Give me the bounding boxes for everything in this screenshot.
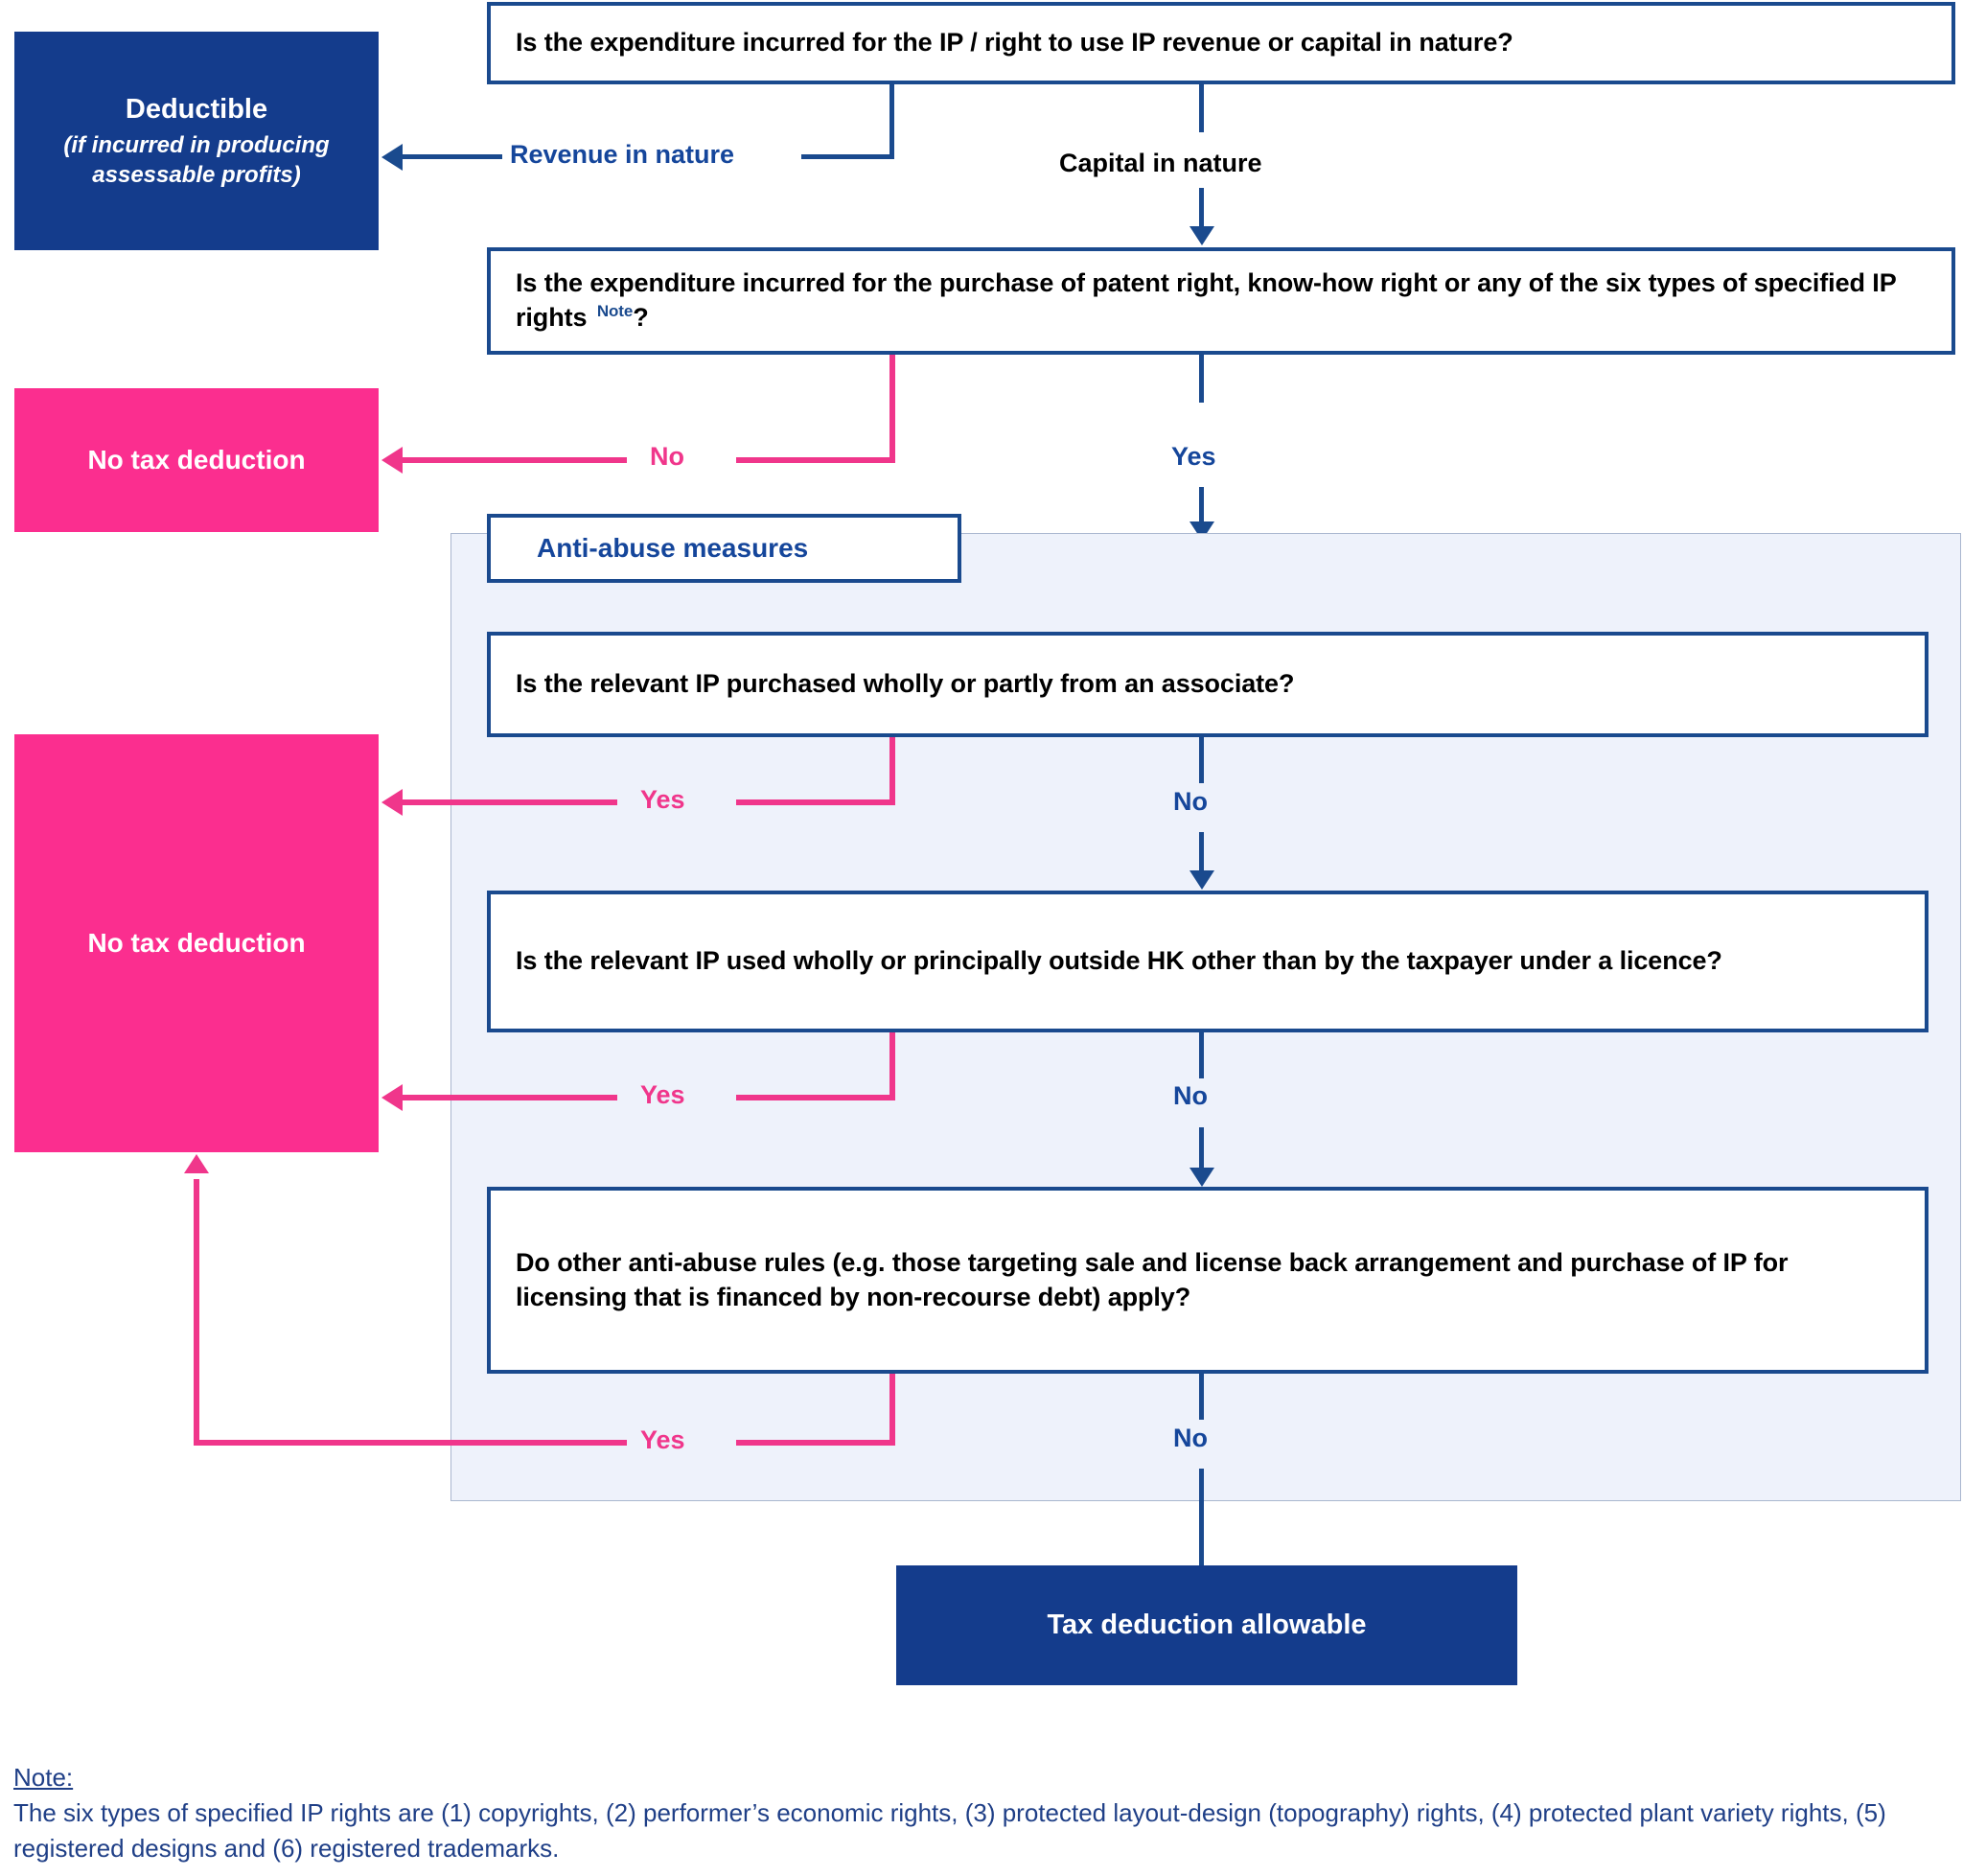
edge-q2-yes-vertical-upper [1199,355,1204,403]
outcome-deductible: Deductible (if incurred in producing ass… [14,32,379,250]
edge-label-q2-no: No [650,442,684,471]
edge-label-q2-yes: Yes [1171,442,1216,471]
footnote: Note: The six types of specified IP righ… [13,1760,1940,1866]
edge-q5-no-vertical-lower [1199,1469,1204,1572]
question-q1-text: Is the expenditure incurred for the IP /… [516,28,1513,58]
edge-q2-no-arrowhead [381,447,403,474]
edge-label-q5-yes: Yes [640,1425,685,1454]
edge-q1-revenue-horizontal-right [801,154,894,159]
question-q2-note-marker: Note [596,302,634,320]
edge-label-q3-no: No [1173,787,1208,816]
anti-abuse-section-label: Anti-abuse measures [537,533,809,563]
question-q5-text: Do other anti-abuse rules (e.g. those ta… [516,1247,1789,1311]
edge-q4-yes-horizontal-right [736,1095,895,1100]
anti-abuse-section-header: Anti-abuse measures [487,514,961,583]
edge-q3-yes-horizontal-right [736,799,895,805]
edge-q3-yes-arrowhead [381,789,403,816]
edge-q3-no-vertical-upper [1199,737,1204,783]
edge-q5-yes-vertical-down [889,1374,895,1446]
edge-q3-yes-vertical [889,737,895,804]
edge-q1-revenue-vertical [889,84,894,157]
edge-q1-capital-vertical-upper [1199,84,1204,132]
edge-q4-no-vertical-lower [1199,1127,1204,1170]
edge-q2-no-horizontal-right [736,457,895,463]
outcome-no-tax-deduction-lower: No tax deduction [14,734,379,1152]
question-box-q5: Do other anti-abuse rules (e.g. those ta… [487,1187,1928,1374]
edge-q5-yes-horizontal-right [736,1440,895,1446]
edge-q4-yes-arrowhead [381,1084,403,1111]
edge-label-revenue-in-nature: Revenue in nature [510,140,735,169]
outcome-no-tax-deduction-lower-label: No tax deduction [87,928,306,958]
edge-q2-no-vertical [889,355,895,462]
edge-q4-no-arrowhead [1189,1168,1214,1187]
edge-label-q5-no: No [1173,1424,1208,1452]
edge-q1-capital-arrowhead [1189,226,1214,245]
edge-q4-yes-vertical [889,1032,895,1100]
outcome-tax-deduction-allowable: Tax deduction allowable [896,1565,1517,1685]
question-q2-text-part1: Is the expenditure incurred for the purc… [516,268,1897,332]
outcome-deductible-subtitle: (if incurred in producing assessable pro… [63,131,330,188]
edge-label-q3-yes: Yes [640,785,685,814]
edge-q1-revenue-arrowhead [381,144,403,171]
edge-q5-yes-vertical-up [194,1179,199,1446]
question-q4-text: Is the relevant IP used wholly or princi… [516,946,1722,976]
edge-q3-no-arrowhead [1189,870,1214,890]
edge-q1-revenue-horizontal-left [403,154,502,159]
question-q2-text-part2: ? [633,303,649,332]
edge-q4-no-vertical-upper [1199,1032,1204,1078]
question-q2-text: Is the expenditure incurred for the purc… [516,266,1927,335]
edge-label-q4-yes: Yes [640,1080,685,1109]
question-q3-text: Is the relevant IP purchased wholly or p… [516,669,1295,699]
question-box-q1: Is the expenditure incurred for the IP /… [487,2,1955,84]
edge-q5-yes-horizontal-left [194,1440,627,1446]
question-box-q3: Is the relevant IP purchased wholly or p… [487,632,1928,737]
outcome-no-tax-deduction-upper-label: No tax deduction [87,445,306,475]
edge-q2-yes-vertical-lower [1199,487,1204,523]
question-box-q2: Is the expenditure incurred for the purc… [487,247,1955,355]
footnote-body: The six types of specified IP rights are… [13,1797,1886,1863]
edge-q4-yes-horizontal-left [403,1095,617,1100]
edge-q5-no-vertical-upper [1199,1374,1204,1420]
footnote-heading: Note: [13,1763,74,1792]
outcome-no-tax-deduction-upper: No tax deduction [14,388,379,532]
question-box-q4: Is the relevant IP used wholly or princi… [487,891,1928,1032]
edge-label-q4-no: No [1173,1081,1208,1110]
edge-q1-capital-vertical-lower [1199,188,1204,228]
edge-q3-yes-horizontal-left [403,799,617,805]
outcome-tax-deduction-allowable-label: Tax deduction allowable [1047,1609,1367,1640]
edge-label-capital-in-nature: Capital in nature [1059,149,1262,177]
edge-q3-no-vertical-lower [1199,832,1204,872]
outcome-deductible-title: Deductible [125,93,268,125]
edge-q5-yes-arrowhead [184,1154,209,1173]
edge-q2-no-horizontal-left [403,457,627,463]
